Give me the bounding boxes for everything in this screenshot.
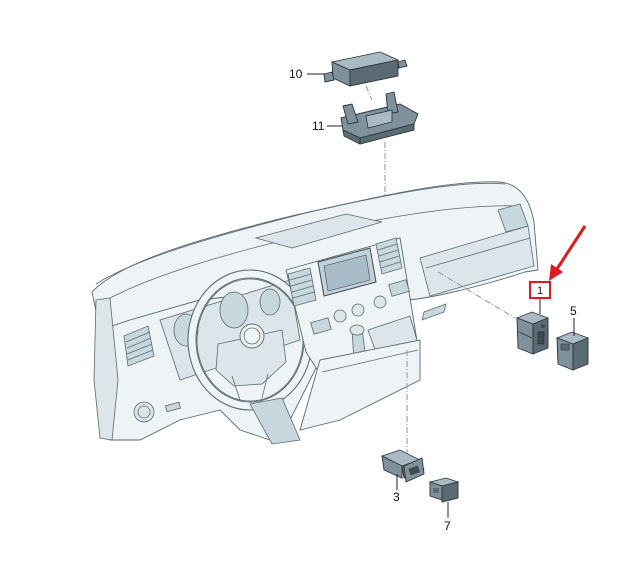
assembly-line-10-11 — [365, 85, 373, 101]
callout-1: 1 — [537, 285, 544, 297]
part-3-socket-switch — [380, 449, 425, 483]
dashboard-illustration — [91, 181, 539, 445]
assembly-line-1 — [437, 271, 516, 319]
hvac-knob-left — [333, 309, 347, 323]
center-vent-right — [375, 237, 403, 275]
part-7-blank-cover — [428, 477, 460, 503]
part-11-bracket — [340, 91, 419, 145]
passenger-vent-slot — [421, 303, 447, 321]
part-10-control-unit — [323, 51, 408, 87]
callout-1-highlight-box — [529, 281, 551, 299]
callout-5: 5 — [570, 304, 577, 318]
left-vent — [123, 325, 155, 367]
hvac-knob-right — [373, 295, 387, 309]
red-arrow-annotation — [549, 225, 587, 281]
callout-11: 11 — [312, 119, 325, 133]
hvac-knob-center — [351, 303, 365, 317]
callout-10: 10 — [289, 67, 303, 81]
part-5-blank-cover — [555, 331, 590, 371]
part-1-switch-module — [515, 311, 550, 355]
center-vent-left — [287, 267, 317, 307]
light-switch-knob — [133, 401, 155, 423]
callout-3: 3 — [393, 490, 400, 504]
callout-7: 7 — [444, 519, 451, 533]
dash-top-vent — [254, 213, 383, 249]
